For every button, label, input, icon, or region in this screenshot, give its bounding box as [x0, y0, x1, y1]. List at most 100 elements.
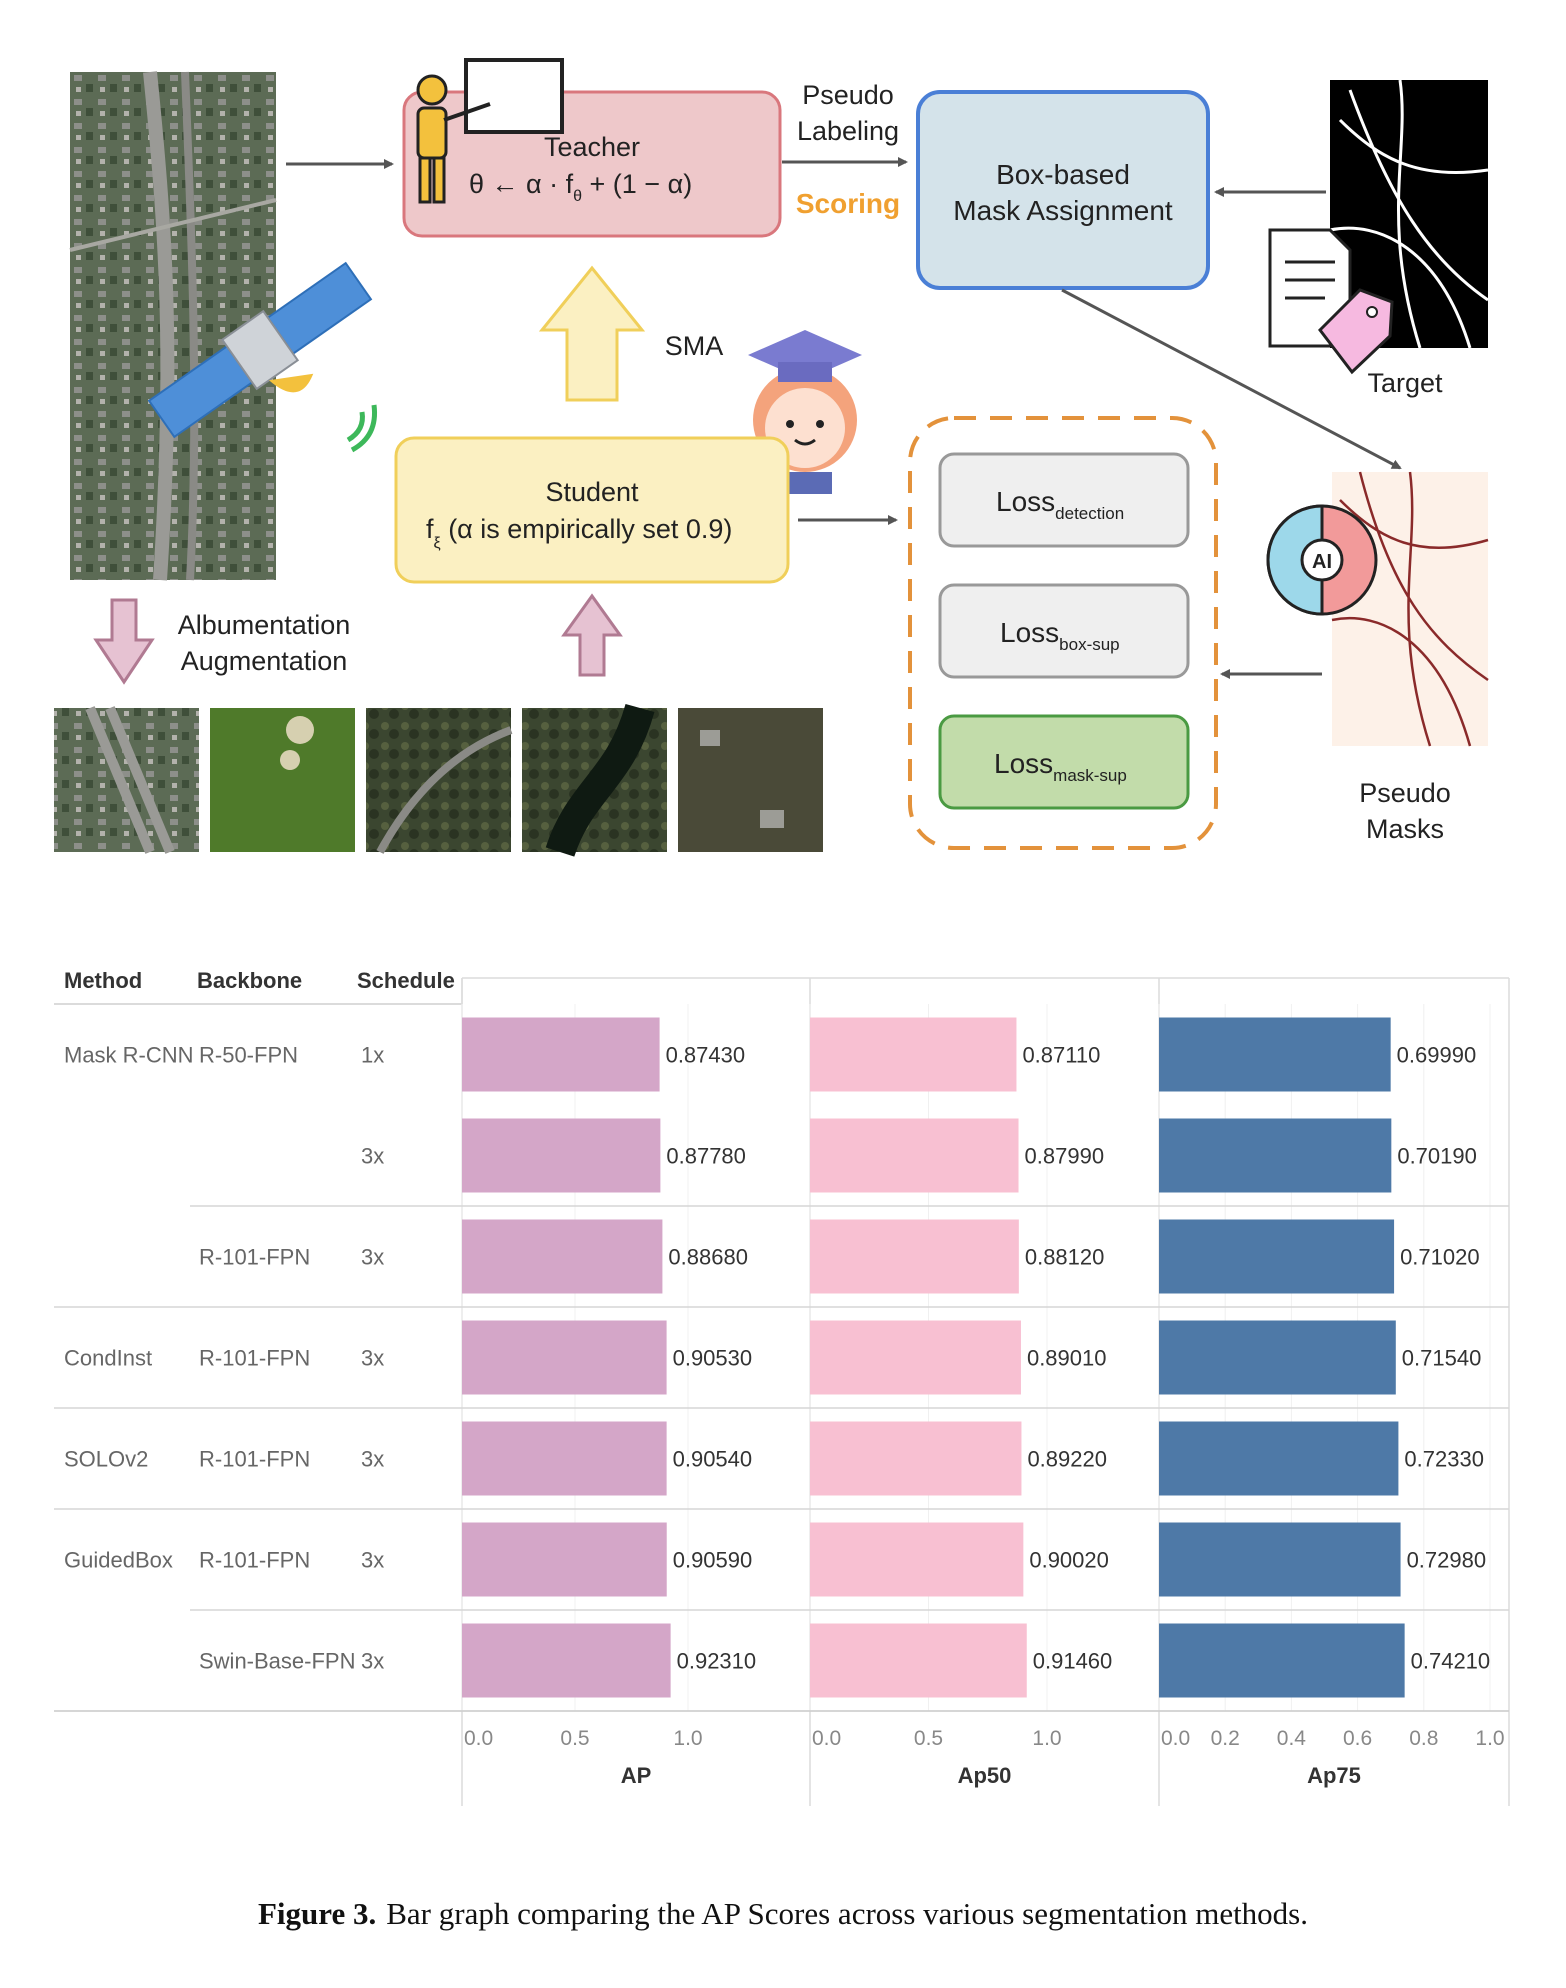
tick-label-ap75: 0.6 [1343, 1727, 1372, 1750]
albumentation-down-arrow [93, 598, 155, 685]
cell-schedule: 3x [361, 1649, 384, 1674]
loss-box-sup-label: Lossbox-sup [1000, 617, 1120, 654]
pseudo-masks-label-1: Pseudo [1359, 778, 1451, 808]
tick-label-ap75: 0.0 [1161, 1727, 1190, 1750]
bar-ap50-4 [810, 1421, 1022, 1496]
value-label-ap: 0.88680 [668, 1245, 748, 1270]
value-label-ap50: 0.87990 [1025, 1144, 1105, 1169]
tick-label-ap50: 0.0 [812, 1727, 841, 1750]
cell-schedule: 3x [361, 1144, 384, 1169]
loss-mask-sup-box [938, 714, 1190, 810]
header-schedule: Schedule [357, 968, 455, 993]
value-label-ap75: 0.70190 [1397, 1144, 1477, 1169]
pseudo-labeling-label: Pseudo [802, 80, 894, 110]
bar-ap75-0 [1159, 1017, 1391, 1092]
value-label-ap50: 0.91460 [1033, 1649, 1113, 1674]
value-label-ap75: 0.71020 [1400, 1245, 1480, 1270]
tick-label-ap75: 0.2 [1211, 1727, 1240, 1750]
pipeline-diagram: Teacher θ ← α · fθ + (1 − α) Pseudo Labe… [54, 58, 1489, 857]
cell-schedule: 1x [361, 1043, 384, 1068]
tick-label-ap: 1.0 [673, 1727, 702, 1750]
value-label-ap: 0.92310 [677, 1649, 757, 1674]
pseudo-labeling-label-2: Labeling [797, 116, 899, 146]
cell-schedule: 3x [361, 1548, 384, 1573]
value-label-ap50: 0.88120 [1025, 1245, 1105, 1270]
student-title: Student [545, 477, 639, 507]
bar-ap75-1 [1159, 1118, 1392, 1193]
cell-method: Mask R-CNN [64, 1043, 194, 1068]
axis-title-ap75: Ap75 [1307, 1763, 1361, 1788]
document-tag-icon [1268, 228, 1394, 375]
bar-ap50-1 [810, 1118, 1019, 1193]
bar-ap-4 [462, 1421, 667, 1496]
bar-ap-3 [462, 1320, 667, 1395]
header-method: Method [64, 968, 142, 993]
bar-ap75-2 [1159, 1219, 1395, 1294]
value-label-ap50: 0.90020 [1029, 1548, 1109, 1573]
value-label-ap50: 0.89010 [1027, 1346, 1107, 1371]
pseudo-masks-label-2: Masks [1366, 814, 1444, 844]
ai-label: AI [1312, 551, 1332, 573]
cell-method: CondInst [64, 1346, 152, 1371]
figure-caption: Figure 3. Bar graph comparing the AP Scor… [0, 1896, 1566, 1932]
loss-mask-sup-label: Lossmask-sup [994, 748, 1127, 785]
bar-ap-1 [462, 1118, 661, 1193]
bar-ap75-4 [1159, 1421, 1399, 1496]
cell-method: GuidedBox [64, 1548, 173, 1573]
scoring-label: Scoring [796, 188, 900, 219]
ai-brain-icon: AI [1266, 504, 1378, 616]
box-mask-label-2: Mask Assignment [953, 195, 1173, 226]
tick-label-ap75: 0.8 [1409, 1727, 1438, 1750]
bar-ap50-3 [810, 1320, 1021, 1395]
box-mask-assignment-box [916, 90, 1210, 290]
value-label-ap75: 0.69990 [1397, 1043, 1477, 1068]
loss-detection-box [938, 452, 1190, 548]
augmented-thumbnails [54, 703, 823, 857]
tick-label-ap75: 0.4 [1277, 1727, 1307, 1750]
albumentation-label-2: Augmentation [181, 646, 348, 676]
value-label-ap50: 0.89220 [1027, 1447, 1107, 1472]
tick-label-ap50: 1.0 [1032, 1727, 1061, 1750]
cell-backbone: R-50-FPN [199, 1043, 298, 1068]
bar-ap75-5 [1159, 1522, 1401, 1597]
axis-title-ap50: Ap50 [958, 1763, 1012, 1788]
chart-bars: 0.874300.877800.886800.905300.905400.905… [462, 1017, 1491, 1698]
bar-ap-2 [462, 1219, 663, 1294]
albumentation-label-1: Albumentation [178, 610, 351, 640]
augmented-image-1 [54, 708, 199, 852]
caption-label: Figure 3. [257, 1896, 377, 1931]
cell-backbone: R-101-FPN [199, 1346, 310, 1371]
cell-backbone: R-101-FPN [199, 1548, 310, 1573]
sma-up-arrow [538, 265, 646, 402]
cell-schedule: 3x [361, 1447, 384, 1472]
caption-text: Bar graph comparing the AP Scores across… [386, 1896, 1308, 1931]
bar-ap75-6 [1159, 1623, 1405, 1698]
arrow-box-to-pseudo-masks [1061, 288, 1402, 470]
box-mask-label-1: Box-based [996, 159, 1130, 190]
bar-ap50-2 [810, 1219, 1019, 1294]
teacher-title: Teacher [544, 132, 640, 162]
bar-ap-6 [462, 1623, 671, 1698]
cell-schedule: 3x [361, 1245, 384, 1270]
tick-label-ap75: 1.0 [1475, 1727, 1504, 1750]
value-label-ap: 0.87780 [666, 1144, 746, 1169]
value-label-ap75: 0.72330 [1404, 1447, 1484, 1472]
tick-label-ap: 0.5 [560, 1727, 589, 1750]
bar-ap75-3 [1159, 1320, 1396, 1395]
loss-group [908, 416, 1218, 850]
tick-label-ap: 0.0 [464, 1727, 493, 1750]
satellite-icon [147, 261, 373, 439]
loss-detection-label: Lossdetection [996, 486, 1124, 523]
value-label-ap75: 0.74210 [1411, 1649, 1491, 1674]
value-label-ap: 0.90590 [673, 1548, 753, 1573]
cell-backbone: R-101-FPN [199, 1447, 310, 1472]
bar-ap-0 [462, 1017, 660, 1092]
cell-schedule: 3x [361, 1346, 384, 1371]
bar-ap50-6 [810, 1623, 1027, 1698]
target-label: Target [1367, 368, 1443, 398]
pseudo-mask-image [1331, 471, 1489, 747]
